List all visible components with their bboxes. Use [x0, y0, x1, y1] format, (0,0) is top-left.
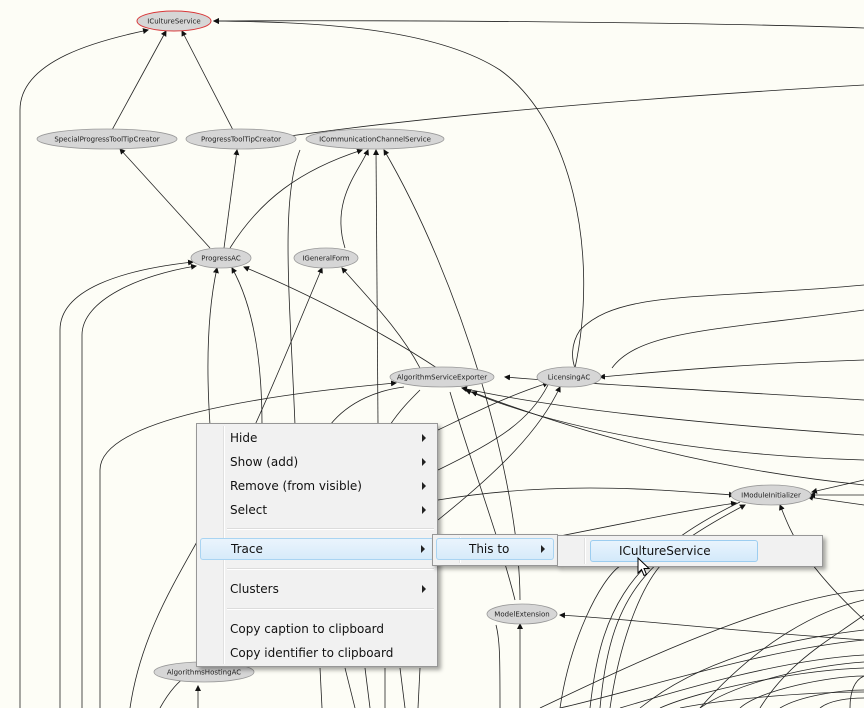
menu-separator [227, 608, 434, 610]
submenu-arrow-icon [422, 458, 426, 466]
menu-item-this-to[interactable]: This to [436, 538, 554, 560]
menu-item-clusters[interactable]: Clusters [200, 578, 434, 600]
submenu-arrow-icon [541, 545, 545, 553]
menu-item-label: Clusters [230, 582, 279, 596]
menu-item-label: Remove (from visible) [230, 479, 362, 493]
menu-item-label: This to [469, 542, 510, 556]
node-label: AlgorithmsHostingAC [167, 669, 241, 677]
node-igeneral-form[interactable]: IGeneralForm [293, 247, 359, 269]
menu-item-label: ICultureService [619, 544, 711, 558]
menu-item-label: Hide [230, 431, 258, 445]
menu-item-label: Select [230, 503, 268, 517]
graph-nodes: ICultureService SpecialProgressToolTipCr… [36, 10, 812, 683]
node-label: ProgressAC [201, 255, 241, 263]
submenu-arrow-icon [422, 434, 426, 442]
node-model-extension[interactable]: ModelExtension [486, 603, 558, 625]
node-label: ICultureService [147, 18, 200, 26]
menu-item-label: Trace [231, 542, 263, 556]
menu-gutter [584, 538, 586, 564]
node-algorithm-service-exporter[interactable]: AlgorithmServiceExporter [389, 366, 495, 388]
node-iculture-service[interactable]: ICultureService [136, 10, 212, 32]
menu-item-copy-caption[interactable]: Copy caption to clipboard [200, 618, 434, 640]
node-label: ICommunicationChannelService [319, 136, 431, 144]
node-progress-tooltip-creator[interactable]: ProgressToolTipCreator [185, 128, 297, 150]
node-special-progress-tooltip-creator[interactable]: SpecialProgressToolTipCreator [36, 128, 178, 150]
menu-item-label: Copy identifier to clipboard [230, 646, 394, 660]
menu-item-copy-identifier[interactable]: Copy identifier to clipboard [200, 642, 434, 664]
node-label: IModuleInitializer [741, 492, 801, 500]
menu-separator [227, 528, 434, 530]
node-label: IGeneralForm [302, 255, 349, 263]
submenu-arrow-icon [421, 545, 425, 553]
menu-item-trace[interactable]: Trace [200, 538, 434, 560]
menu-item-hide[interactable]: Hide [200, 427, 434, 449]
node-licensing-ac[interactable]: LicensingAC [536, 366, 602, 388]
menu-item-show-add[interactable]: Show (add) [200, 451, 434, 473]
node-imodule-initializer[interactable]: IModuleInitializer [730, 484, 812, 506]
node-label: AlgorithmServiceExporter [397, 374, 487, 382]
menu-separator [227, 568, 434, 570]
node-label: ModelExtension [494, 611, 549, 619]
submenu-arrow-icon [422, 506, 426, 514]
graph-edges [19, 17, 864, 708]
menu-item-label: Copy caption to clipboard [230, 622, 385, 636]
mouse-cursor-icon [637, 557, 651, 577]
submenu-arrow-icon [422, 482, 426, 490]
node-label: LicensingAC [548, 374, 591, 382]
context-menu: Hide Show (add) Remove (from visible) Se… [196, 423, 438, 667]
menu-item-label: Show (add) [230, 455, 299, 469]
menu-item-remove[interactable]: Remove (from visible) [200, 475, 434, 497]
this-to-submenu: ICultureService [557, 535, 823, 567]
menu-item-iculture-service[interactable]: ICultureService [590, 540, 758, 562]
node-label: ProgressToolTipCreator [201, 136, 281, 144]
trace-submenu: This to [432, 534, 558, 566]
node-label: SpecialProgressToolTipCreator [54, 136, 159, 144]
node-icommunication-channel-service[interactable]: ICommunicationChannelService [305, 128, 445, 150]
submenu-arrow-icon [422, 585, 426, 593]
node-progress-ac[interactable]: ProgressAC [190, 247, 252, 269]
menu-item-select[interactable]: Select [200, 499, 434, 521]
